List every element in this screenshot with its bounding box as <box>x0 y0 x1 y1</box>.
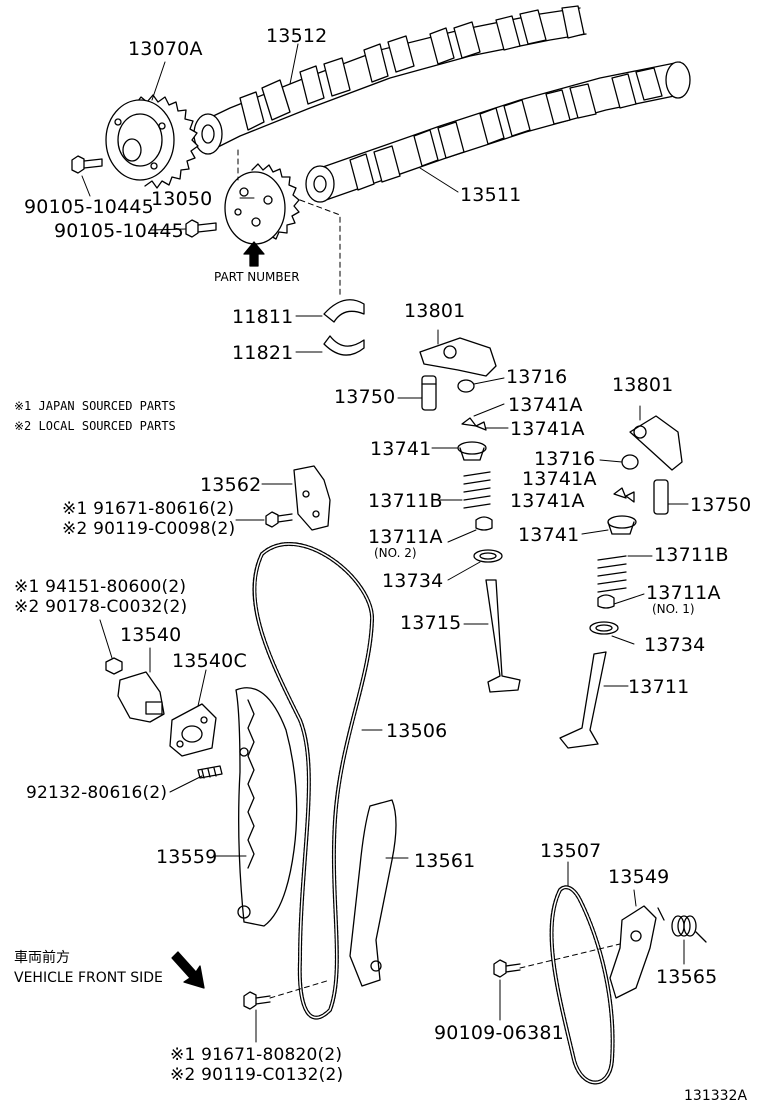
chain-13506 <box>252 541 383 1020</box>
label-13716-a[interactable]: 13716 <box>506 366 568 388</box>
label-13511[interactable]: 13511 <box>460 184 522 206</box>
label-11811[interactable]: 11811 <box>232 306 294 328</box>
label-13070A[interactable]: 13070A <box>128 38 203 60</box>
label-no1: (NO. 1) <box>652 602 695 616</box>
bolt-90109-06381 <box>493 943 621 1021</box>
label-13512[interactable]: 13512 <box>266 25 328 47</box>
label-13750-a[interactable]: 13750 <box>334 386 396 408</box>
label-13559[interactable]: 13559 <box>156 846 218 868</box>
retainer-13741-left <box>431 441 487 461</box>
note-local-sourced: ※2 LOCAL SOURCED PARTS <box>14 419 176 433</box>
label-11821[interactable]: 11821 <box>232 342 294 364</box>
label-13506[interactable]: 13506 <box>386 720 448 742</box>
label-13715[interactable]: 13715 <box>400 612 462 634</box>
label-13801-b[interactable]: 13801 <box>612 374 674 396</box>
pad-13716-left <box>457 377 505 393</box>
tensioner-13540 <box>117 647 165 723</box>
label-13565[interactable]: 13565 <box>656 966 718 988</box>
label-13711A-a[interactable]: 13711A <box>368 526 443 548</box>
label-no2: (NO. 2) <box>374 546 417 560</box>
label-nut-13540-local[interactable]: ※2 90178-C0032(2) <box>14 597 188 617</box>
figure-id: 131332A <box>684 1088 748 1104</box>
label-bolt-13562-jp[interactable]: ※1 91671-80616(2) <box>62 499 235 519</box>
rocker-arm-13801-left <box>419 329 497 377</box>
label-13711B-b[interactable]: 13711B <box>654 544 729 566</box>
leader-lines-top <box>81 43 459 297</box>
label-13741-a[interactable]: 13741 <box>370 438 432 460</box>
label-13741A-a1[interactable]: 13741A <box>508 394 583 416</box>
label-13750-b[interactable]: 13750 <box>690 494 752 516</box>
label-nut-13540-jp[interactable]: ※1 94151-80600(2) <box>14 577 187 597</box>
bolt-90105-10445-upper <box>71 155 103 174</box>
label-13741A-a2[interactable]: 13741A <box>510 418 585 440</box>
cam-timing-gear-13050 <box>224 163 300 245</box>
label-13734-a[interactable]: 13734 <box>382 570 444 592</box>
label-13540[interactable]: 13540 <box>120 624 182 646</box>
spring-13565 <box>657 907 707 965</box>
label-bolt-bottom-jp[interactable]: ※1 91671-80820(2) <box>170 1045 343 1065</box>
valve-13715 <box>463 579 521 693</box>
gasket-13540C <box>169 669 217 757</box>
bolt-90105-10445-lower <box>185 219 217 238</box>
direction-jp: 車両前方 <box>14 950 70 966</box>
label-part-number: PART NUMBER <box>214 270 300 284</box>
spring-13711B-left <box>439 471 491 509</box>
label-13561[interactable]: 13561 <box>414 850 476 872</box>
label-90105-10445-a[interactable]: 90105-10445 <box>24 196 154 218</box>
label-13741A-b1[interactable]: 13741A <box>522 468 597 490</box>
valve-13711 <box>559 651 629 749</box>
retainer-13741-right <box>581 515 637 535</box>
keepers-13741A-right <box>613 487 635 503</box>
washer-13734-left <box>447 549 503 581</box>
label-13540C[interactable]: 13540C <box>172 650 247 672</box>
label-13562[interactable]: 13562 <box>200 474 262 496</box>
bolt-91671-80820 <box>243 979 331 1043</box>
bearing-11811 <box>295 299 365 323</box>
vehicle-front-arrow <box>171 951 205 989</box>
chain-guide-13561 <box>349 799 409 987</box>
bolt-91671-80616 <box>235 511 293 528</box>
lash-adjuster-13750-right <box>653 479 689 515</box>
label-13507[interactable]: 13507 <box>540 840 602 862</box>
camshaft-13511 <box>305 61 691 203</box>
label-13050[interactable]: 13050 <box>151 188 213 210</box>
part-number-arrow <box>243 241 265 267</box>
lash-adjuster-13750-left <box>397 375 437 411</box>
label-13549[interactable]: 13549 <box>608 866 670 888</box>
chain-tensioner-13549 <box>609 889 657 999</box>
pad-13716-right <box>599 454 639 470</box>
label-13711[interactable]: 13711 <box>628 676 690 698</box>
label-bolt-13562-local[interactable]: ※2 90119-C0098(2) <box>62 519 236 539</box>
label-13716-b[interactable]: 13716 <box>534 448 596 470</box>
label-stud-92132[interactable]: 92132-80616(2) <box>26 783 168 803</box>
cam-timing-gear-13070A <box>105 94 199 189</box>
label-13711B-a[interactable]: 13711B <box>368 490 443 512</box>
label-90109-06381[interactable]: 90109-06381 <box>434 1022 564 1044</box>
camshaft-13512 <box>193 5 587 155</box>
keepers-13741A-left <box>461 403 509 431</box>
direction-en: VEHICLE FRONT SIDE <box>14 970 163 986</box>
bracket-13562 <box>261 465 331 531</box>
label-13741A-b2[interactable]: 13741A <box>510 490 585 512</box>
label-13711A-b[interactable]: 13711A <box>646 582 721 604</box>
chain-13507 <box>549 861 615 1085</box>
label-90105-10445-b[interactable]: 90105-10445 <box>54 220 184 242</box>
label-13801-a[interactable]: 13801 <box>404 300 466 322</box>
washer-13734-right <box>589 621 635 645</box>
note-japan-sourced: ※1 JAPAN SOURCED PARTS <box>14 399 176 413</box>
seal-13711A-right <box>597 593 645 609</box>
bearing-11821 <box>295 335 365 356</box>
nut-94151-80600 <box>99 619 123 675</box>
rocker-arm-13801-right <box>629 405 683 471</box>
label-13741-b[interactable]: 13741 <box>518 524 580 546</box>
stud-92132-80616 <box>169 765 223 793</box>
label-13734-b[interactable]: 13734 <box>644 634 706 656</box>
label-bolt-bottom-local[interactable]: ※2 90119-C0132(2) <box>170 1065 344 1085</box>
spring-13711B-right <box>597 555 653 593</box>
seal-13711A-left <box>447 516 493 543</box>
tensioner-arm-13559 <box>215 687 298 927</box>
